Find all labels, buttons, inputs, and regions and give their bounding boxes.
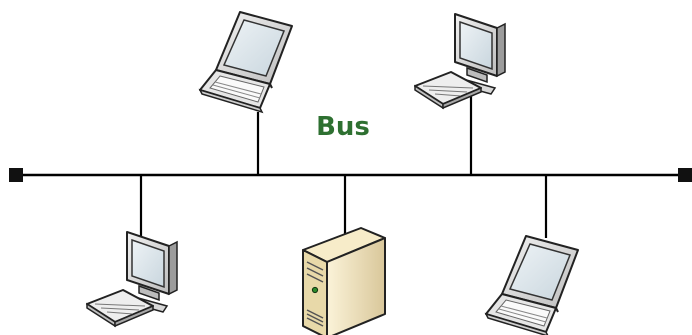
desktop-computer-icon[interactable] — [86, 231, 178, 327]
bus-label: Bus — [316, 112, 370, 142]
laptop-icon[interactable] — [199, 11, 293, 113]
bus-terminator-right — [678, 168, 692, 182]
bus-terminator-left — [9, 168, 23, 182]
laptop-icon[interactable] — [485, 235, 579, 335]
server-tower-icon[interactable] — [302, 227, 386, 335]
desktop-computer-icon[interactable] — [414, 13, 506, 109]
